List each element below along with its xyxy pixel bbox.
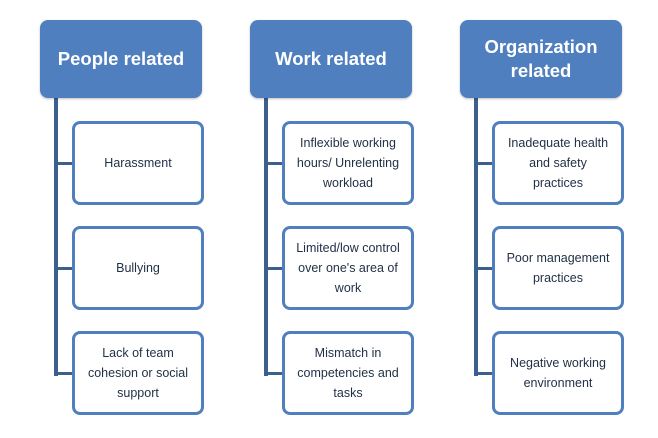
connector-branch — [54, 267, 72, 270]
category-organization: Organization related Inadequate health a… — [460, 0, 658, 438]
connector-branch — [474, 162, 492, 165]
stressor-box: Poor management practices — [492, 226, 624, 310]
category-people: People related Harassment Bullying Lack … — [40, 0, 250, 438]
connector-trunk — [54, 98, 58, 376]
stressor-box: Inflexible working hours/ Unrelenting wo… — [282, 121, 414, 205]
category-header: People related — [40, 20, 202, 98]
connector-branch — [264, 267, 282, 270]
stressor-box: Lack of team cohesion or social support — [72, 331, 204, 415]
stressor-box: Harassment — [72, 121, 204, 205]
connector-branch — [474, 372, 492, 375]
connector-branch — [54, 162, 72, 165]
connector-branch — [264, 162, 282, 165]
category-header: Work related — [250, 20, 412, 98]
category-work: Work related Inflexible working hours/ U… — [250, 0, 460, 438]
stressor-box: Mismatch in competencies and tasks — [282, 331, 414, 415]
connector-trunk — [264, 98, 268, 376]
connector-branch — [264, 372, 282, 375]
stressor-box: Limited/low control over one's area of w… — [282, 226, 414, 310]
stressor-box: Inadequate health and safety practices — [492, 121, 624, 205]
stressor-box: Negative working environment — [492, 331, 624, 415]
stressor-box: Bullying — [72, 226, 204, 310]
connector-trunk — [474, 98, 478, 376]
connector-branch — [54, 372, 72, 375]
connector-branch — [474, 267, 492, 270]
category-header: Organization related — [460, 20, 622, 98]
